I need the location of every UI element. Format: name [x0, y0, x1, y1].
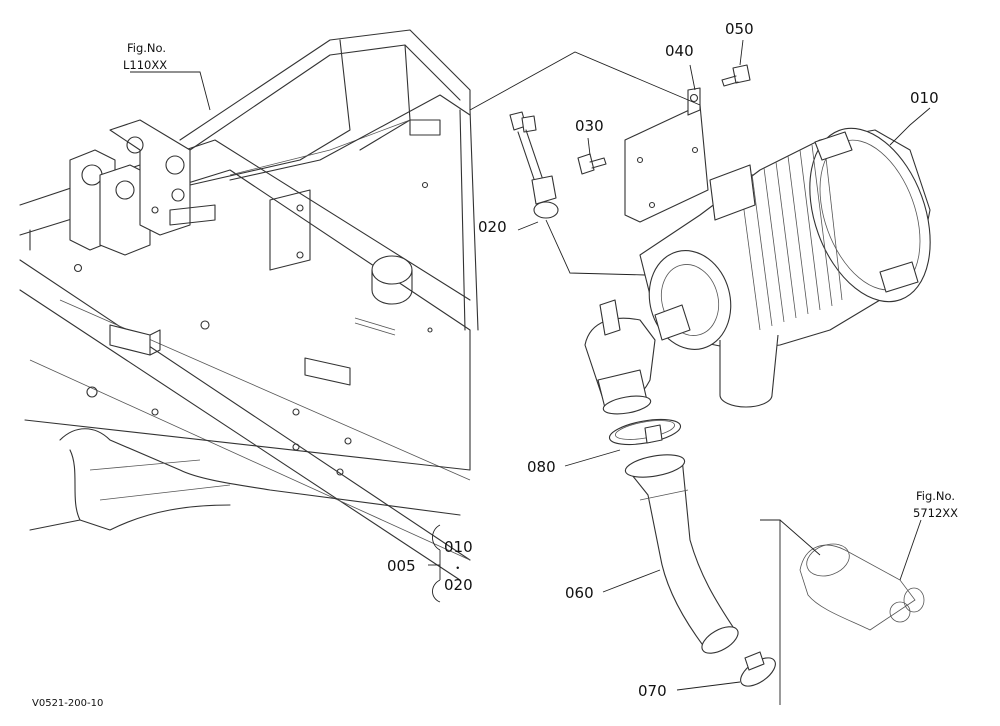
assembly-range-start: 010: [444, 538, 473, 556]
intake-hose-060: [624, 454, 739, 654]
label-010: 010: [910, 89, 939, 107]
air-cleaner-010: [584, 127, 931, 415]
hose-clamp-080: [608, 418, 682, 446]
label-060: 060: [565, 584, 594, 602]
mounting-bracket-040: [624, 87, 709, 223]
label-020: 020: [478, 218, 507, 236]
bolt-050: [721, 64, 751, 87]
ref-left-caption: Fig.No.: [127, 41, 166, 55]
part-labels: 010 020 030 040 050 060 070 080 005 010 …: [32, 20, 958, 709]
restriction-sensor-020: [509, 111, 559, 219]
ref-right-caption: Fig.No.: [916, 489, 955, 503]
frame-assembly: [19, 29, 479, 581]
bolt-030: [577, 153, 607, 175]
label-030: 030: [575, 117, 604, 135]
reference-elbow-5712xx: [799, 543, 925, 631]
assembly-range-separator: ・: [452, 561, 464, 575]
hose-clamp-070: [740, 651, 776, 687]
label-050: 050: [725, 20, 754, 38]
leader-lines: [130, 39, 931, 705]
label-070: 070: [638, 682, 667, 700]
ref-right-code: 5712XX: [913, 506, 958, 520]
assembly-code: 005: [387, 557, 416, 575]
assembly-range-end: 020: [444, 576, 473, 594]
drawing-id: V0521-200-10: [32, 698, 103, 709]
label-040: 040: [665, 42, 694, 60]
ref-left-code: L110XX: [123, 58, 167, 72]
label-080: 080: [527, 458, 556, 476]
